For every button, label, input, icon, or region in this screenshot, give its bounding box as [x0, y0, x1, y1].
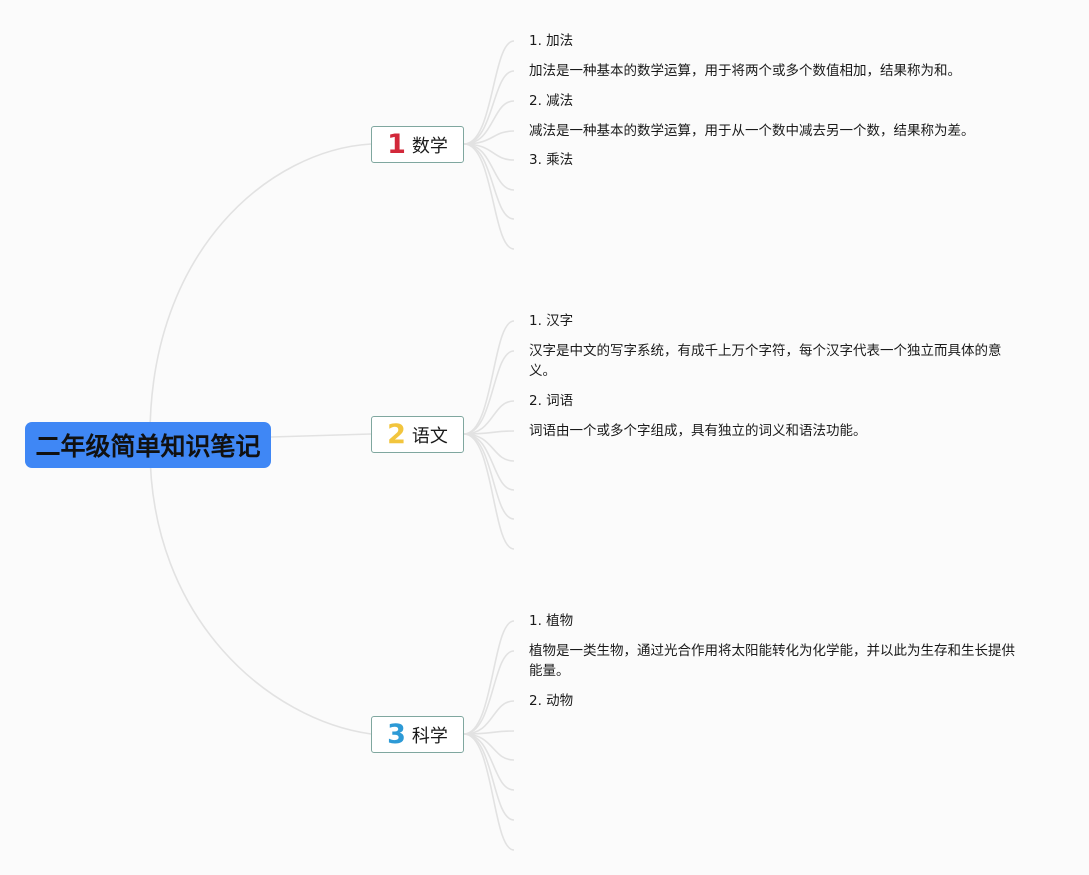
- branch-node-chinese[interactable]: 2 语文: [371, 416, 464, 453]
- math-leaf-line-7: [463, 143, 515, 250]
- leaf-topic-words[interactable]: 2. 词语: [529, 393, 574, 409]
- science-leaf-line-7: [463, 733, 515, 851]
- root-to-math-line: [149, 143, 372, 437]
- branch-label: 科学: [411, 725, 448, 747]
- math-leaf-line-1: [463, 70, 515, 145]
- leaf-note-words[interactable]: 词语由一个或多个字组成，具有独立的词义和语法功能。: [529, 423, 867, 439]
- chinese-leaf-line-2: [463, 400, 515, 435]
- leaf-topic-hanzi[interactable]: 1. 汉字: [529, 313, 574, 329]
- root-to-science-line: [149, 447, 372, 735]
- leaf-note-subtraction[interactable]: 减法是一种基本的数学运算，用于从一个数中减去另一个数，结果称为差。: [529, 123, 975, 139]
- science-leaf-line-1: [463, 650, 515, 735]
- root-to-chinese-line: [270, 433, 372, 438]
- leaf-topic-plants[interactable]: 1. 植物: [529, 613, 574, 629]
- science-leaf-line-2: [463, 700, 515, 735]
- leaf-note-hanzi[interactable]: 汉字是中文的写字系统，有成千上万个字符，每个汉字代表一个独立而具体的意义。: [529, 343, 1002, 379]
- root-node[interactable]: 二年级简单知识笔记: [25, 422, 271, 468]
- branch-label: 语文: [411, 425, 448, 447]
- leaf-note-plants[interactable]: 植物是一类生物，通过光合作用将太阳能转化为化学能，并以此为生存和生长提供能量。: [529, 643, 1015, 679]
- leaf-topic-subtraction[interactable]: 2. 减法: [529, 93, 574, 109]
- leaf-topic-multiplication[interactable]: 3. 乘法: [529, 152, 574, 168]
- chinese-leaf-line-0: [463, 320, 515, 435]
- leaf-topic-addition[interactable]: 1. 加法: [529, 33, 574, 49]
- branch-node-science[interactable]: 3 科学: [371, 716, 464, 753]
- branch-number-badge: 1: [387, 128, 406, 160]
- math-leaf-line-0: [463, 40, 515, 145]
- branch-number-badge: 3: [387, 718, 406, 750]
- branch-number-badge: 2: [387, 418, 406, 450]
- branch-node-math[interactable]: 1 数学: [371, 126, 464, 163]
- branch-label: 数学: [411, 135, 448, 157]
- leaf-topic-animals[interactable]: 2. 动物: [529, 693, 574, 709]
- chinese-leaf-line-7: [463, 433, 515, 550]
- leaf-note-addition[interactable]: 加法是一种基本的数学运算，用于将两个或多个数值相加，结果称为和。: [529, 63, 961, 79]
- math-leaf-line-2: [463, 100, 515, 145]
- chinese-leaf-line-1: [463, 350, 515, 435]
- science-leaf-line-0: [463, 620, 515, 735]
- root-title: 二年级简单知识笔记: [35, 432, 261, 461]
